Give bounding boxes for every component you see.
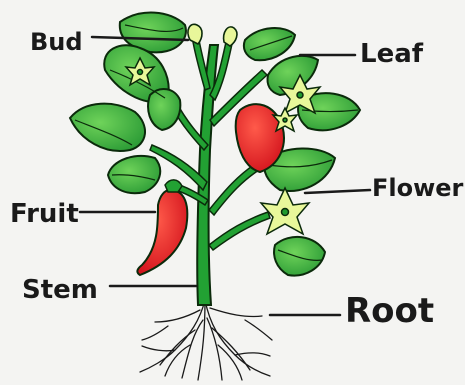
bud-right (224, 27, 237, 46)
bud-left (188, 24, 202, 44)
buds (188, 24, 237, 46)
fruit-right (236, 104, 284, 172)
flower-lower (261, 188, 309, 234)
label-leaf: Leaf (360, 39, 424, 69)
leaf-center (148, 89, 180, 130)
leaf-bottom-right (274, 237, 325, 276)
fruit-left-cap (165, 180, 182, 192)
label-flower: Flower (372, 174, 464, 202)
label-bud: Bud (30, 28, 83, 56)
label-stem: Stem (22, 275, 98, 305)
flower-mid-right (273, 108, 297, 131)
label-fruit: Fruit (10, 199, 79, 229)
flower-line (305, 190, 370, 193)
leaf-left-mid (70, 104, 145, 151)
label-root: Root (345, 291, 434, 331)
fruit-left (137, 190, 187, 275)
roots (140, 300, 272, 380)
